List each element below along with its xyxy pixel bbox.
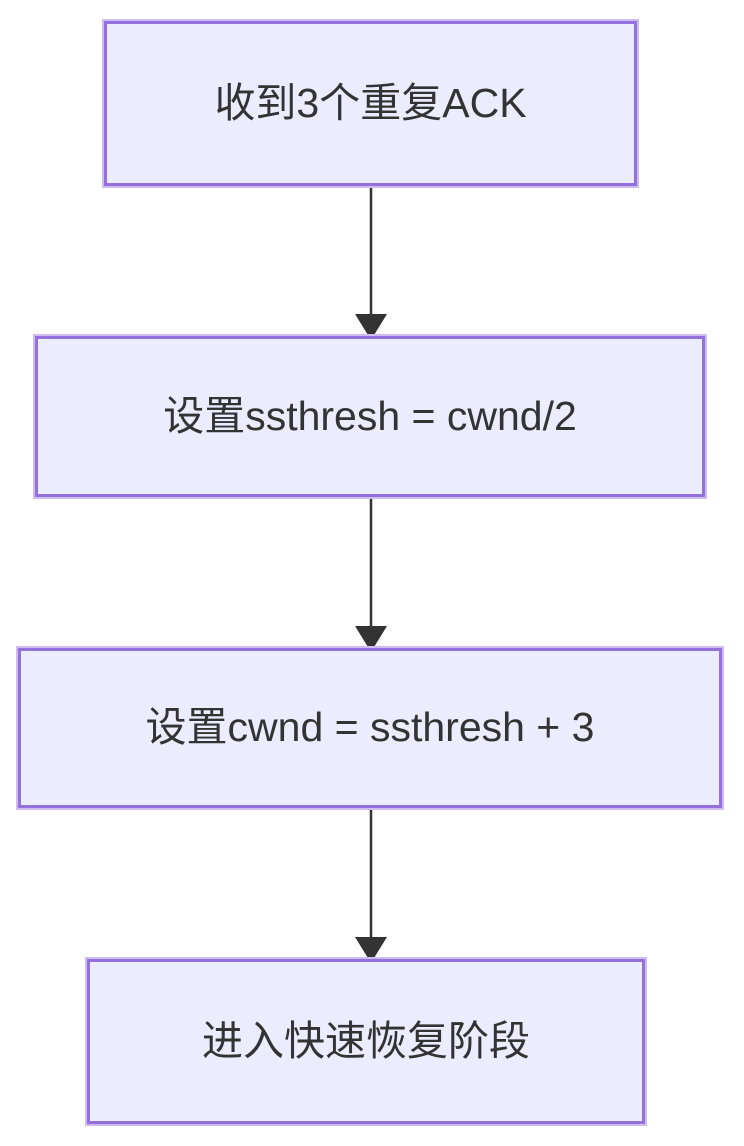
flow-node-label: 进入快速恢复阶段 [202,1017,530,1064]
flow-node-label: 设置ssthresh = cwnd/2 [163,392,577,439]
edge-n2-n3 [355,497,387,652]
flow-node-enter-fast-recovery: 进入快速恢复阶段 [87,959,645,1124]
flow-node-set-ssthresh: 设置ssthresh = cwnd/2 [35,336,705,497]
edge-n1-n2 [355,186,387,340]
flow-node-label: 设置cwnd = ssthresh + 3 [145,704,595,751]
flow-node-label: 收到3个重复ACK [214,79,527,126]
flow-node-receive-3-dup-ack: 收到3个重复ACK [104,21,637,186]
flow-node-set-cwnd: 设置cwnd = ssthresh + 3 [18,648,722,808]
edge-n3-n4 [355,808,387,963]
